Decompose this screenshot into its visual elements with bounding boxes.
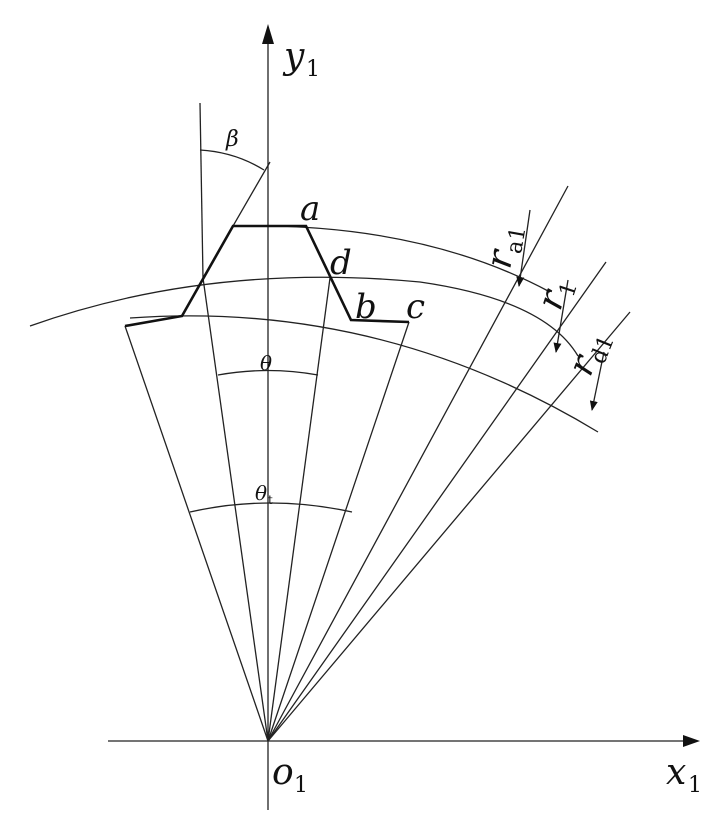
rd-dimension-arrow bbox=[589, 351, 605, 411]
x-axis-label: x bbox=[666, 752, 686, 793]
x-axis-arrowhead bbox=[683, 735, 700, 747]
r1-dimension-arrow bbox=[553, 279, 569, 353]
ra-label-group: r a1 bbox=[478, 225, 531, 272]
point-a-label: a bbox=[300, 189, 320, 229]
origin-label: o bbox=[272, 752, 294, 793]
beta-arc bbox=[199, 149, 265, 171]
point-b-label: b bbox=[355, 287, 377, 327]
radial-line bbox=[267, 185, 569, 742]
radial-line bbox=[124, 325, 269, 742]
theta-arc bbox=[217, 369, 319, 376]
radial-line bbox=[267, 321, 410, 742]
radial-line bbox=[267, 261, 607, 742]
theta-t-label: θ bbox=[255, 481, 267, 505]
ra-dimension-arrow bbox=[516, 209, 531, 287]
origin-subscript: 1 bbox=[294, 773, 308, 798]
theta-label: θ bbox=[260, 351, 272, 375]
radial-line bbox=[267, 311, 631, 742]
point-d-label: d bbox=[330, 243, 352, 283]
ra-subscript: a1 bbox=[502, 225, 531, 256]
y-axis-subscript: 1 bbox=[306, 57, 320, 82]
x-axis-subscript: 1 bbox=[688, 773, 702, 798]
beta-label: β bbox=[225, 127, 239, 152]
radial-lines bbox=[124, 185, 631, 742]
theta-t-subscript: t bbox=[268, 493, 273, 507]
root-circle-arc bbox=[129, 315, 599, 433]
radial-line bbox=[267, 277, 331, 742]
rd-label-group: r d1 bbox=[560, 332, 620, 381]
y-axis-arrowhead bbox=[262, 24, 274, 44]
radial-line bbox=[202, 277, 269, 742]
tooth-profile bbox=[124, 224, 410, 328]
point-c-label: c bbox=[406, 287, 425, 327]
pitch-circle-arc bbox=[29, 276, 579, 357]
beta-vertical-reference bbox=[199, 102, 204, 279]
r1-label-group: r 1 bbox=[530, 279, 583, 315]
y-axis-label: y bbox=[282, 36, 305, 77]
theta-t-arc bbox=[189, 502, 353, 513]
